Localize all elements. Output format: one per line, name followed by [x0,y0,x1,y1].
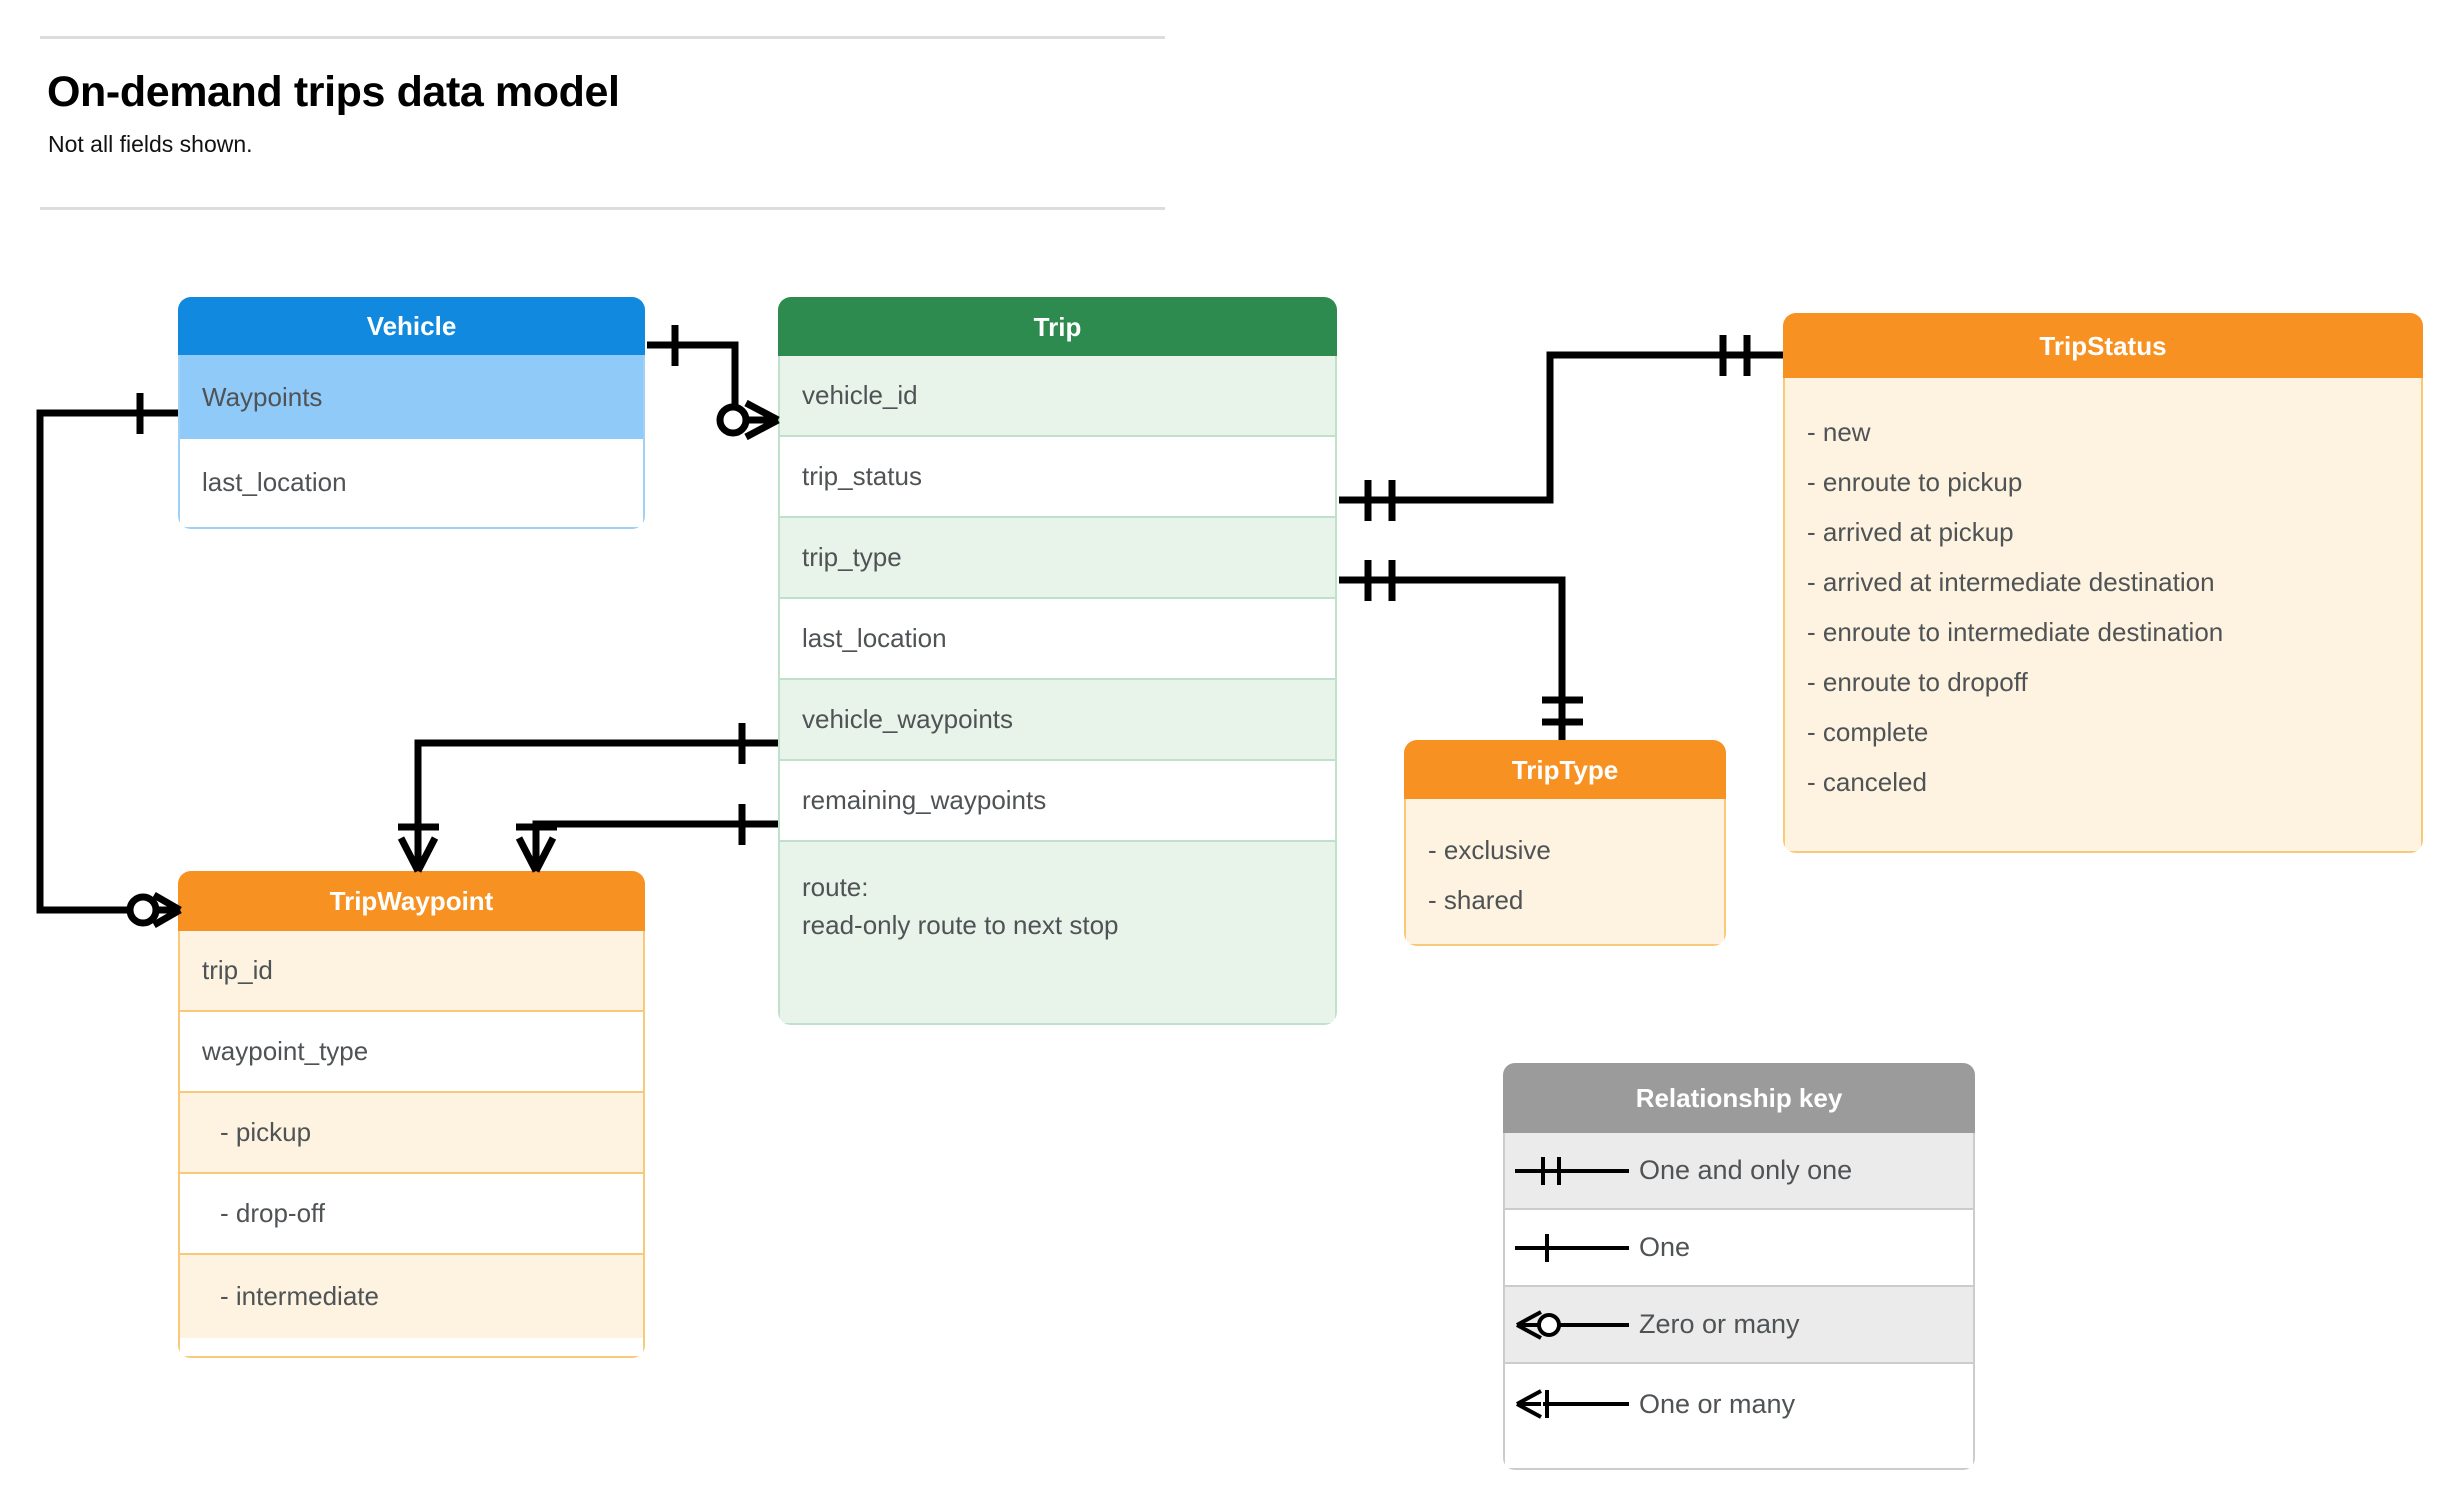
enum-item-dropoff: - drop-off [180,1174,643,1255]
entity-vehicle[interactable]: Vehicle Waypoints last_location [178,297,645,529]
enum-item: - exclusive [1428,835,1551,865]
field-trip-route-label: route: [802,872,869,902]
field-trip-vehicle-id[interactable]: vehicle_id [780,356,1335,437]
entity-trip-fields: vehicle_id trip_status trip_type last_lo… [778,356,1337,1025]
field-tripwaypoint-trip-id[interactable]: trip_id [180,931,643,1012]
field-trip-trip-type[interactable]: trip_type [780,518,1335,599]
legend-rows: One and only one One [1503,1133,1975,1470]
entity-trip[interactable]: Trip vehicle_id trip_status trip_type la… [778,297,1337,1025]
relationship-key-legend: Relationship key One and only one [1503,1063,1975,1470]
enum-item: - enroute to intermediate destination [1807,617,2224,647]
legend-label: Zero or many [1639,1309,1800,1339]
field-vehicle-last-location[interactable]: last_location [180,439,643,525]
page-title: On-demand trips data model [47,68,620,116]
connector-trip-status [1339,351,1783,504]
entity-trip-title: Trip [778,297,1337,356]
enum-item: - arrived at pickup [1807,517,2014,547]
enum-item-pickup: - pickup [180,1093,643,1174]
enum-item: - shared [1428,885,1524,915]
enum-item: - arrived at intermediate destination [1807,567,2215,597]
enum-item-intermediate: - intermediate [180,1255,643,1338]
entity-trip-waypoint-fields: trip_id waypoint_type - pickup - drop-of… [178,931,645,1358]
legend-title: Relationship key [1503,1063,1975,1133]
zero-marker [716,403,750,437]
header-divider-top [40,36,1165,39]
one-and-only-one-icon [1505,1151,1639,1191]
legend-label: One [1639,1232,1691,1262]
entity-vehicle-fields: Waypoints last_location [178,355,645,529]
field-trip-last-location[interactable]: last_location [780,599,1335,680]
connector-trip-type [1339,576,1566,740]
entity-trip-type[interactable]: TripType - exclusive - shared [1404,740,1726,946]
field-trip-route[interactable]: route: read-only route to next stop [780,842,1335,1023]
enum-item: - canceled [1807,767,1927,797]
field-trip-remaining-waypoints[interactable]: remaining_waypoints [780,761,1335,842]
entity-trip-type-title: TripType [1404,740,1726,799]
entity-trip-type-values: - exclusive - shared [1404,799,1726,946]
legend-row: One [1505,1210,1973,1287]
entity-trip-waypoint[interactable]: TripWaypoint trip_id waypoint_type - pic… [178,871,645,1358]
one-icon [1505,1228,1639,1268]
one-or-many-icon [1505,1384,1639,1424]
entity-vehicle-title: Vehicle [178,297,645,355]
enum-item: - enroute to dropoff [1807,667,2028,697]
legend-label: One and only one [1639,1155,1853,1185]
legend-row: Zero or many [1505,1287,1973,1364]
field-trip-trip-status[interactable]: trip_status [780,437,1335,518]
entity-trip-status-title: TripStatus [1783,313,2423,378]
connector-vehicle-waypoints-to-tripwaypoint [36,409,178,914]
enum-item: - enroute to pickup [1807,467,2023,497]
header-divider-bottom [40,207,1165,210]
zero-marker [126,893,160,927]
zero-or-many-icon [1505,1305,1639,1345]
enum-item: - new [1807,417,1871,447]
connector-remaining-waypoints [532,820,778,855]
field-trip-route-description: read-only route to next stop [802,910,1119,941]
field-tripwaypoint-waypoint-type[interactable]: waypoint_type [180,1012,643,1093]
legend-label: One or many [1639,1388,1796,1419]
legend-row: One or many [1505,1364,1973,1444]
field-trip-vehicle-waypoints[interactable]: vehicle_waypoints [780,680,1335,761]
page-subtitle: Not all fields shown. [48,131,253,157]
entity-trip-waypoint-title: TripWaypoint [178,871,645,931]
entity-trip-status-values: - new - enroute to pickup - arrived at p… [1783,378,2423,853]
entity-trip-status[interactable]: TripStatus - new - enroute to pickup - a… [1783,313,2423,853]
connector-vehicle-waypoints [414,739,778,855]
connector-vehicle-to-trip [647,341,760,424]
legend-row: One and only one [1505,1133,1973,1210]
enum-item: - complete [1807,717,1929,747]
field-vehicle-waypoints[interactable]: Waypoints [180,355,643,439]
